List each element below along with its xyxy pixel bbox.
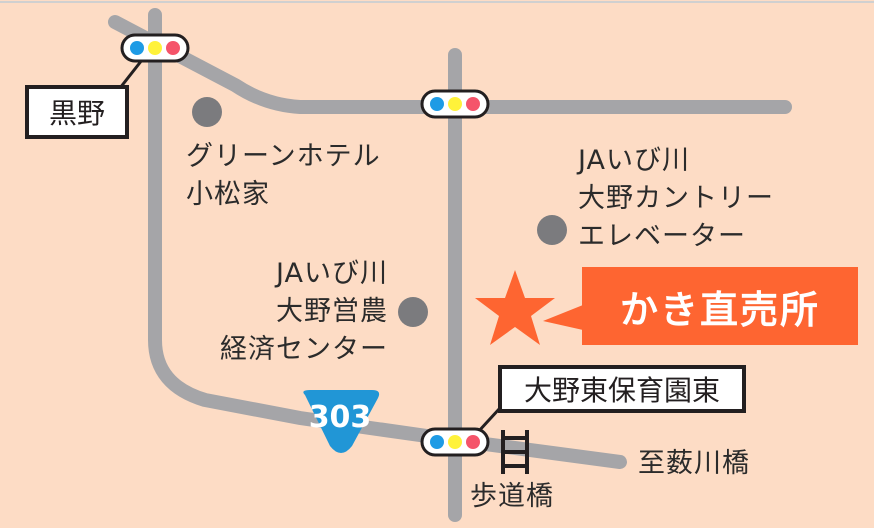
footbridge-label: 歩道橋: [470, 481, 554, 512]
star-icon: [475, 270, 555, 345]
destination-banner: かき直売所: [582, 267, 858, 345]
traffic-light-icon: [420, 89, 490, 119]
elevator-label-line: 大野カントリー: [578, 183, 774, 214]
banner-pointer: [543, 305, 583, 330]
center-label-line: 大野営農: [276, 296, 388, 327]
nursery-label: 大野東保育園東: [498, 365, 746, 413]
center-label: JAいび川 大野営農 経済センター: [196, 255, 388, 369]
elevator-marker-icon: [537, 215, 567, 245]
center-label-line: JAいび川: [276, 258, 388, 289]
traffic-light-icon: [120, 33, 190, 63]
center-marker-icon: [398, 297, 428, 327]
elevator-label: JAいび川 大野カントリー エレベーター: [578, 142, 774, 256]
hotel-marker-icon: [192, 97, 222, 127]
hotel-label-line: グリーンホテル: [186, 141, 381, 172]
footbridge-icon: [501, 430, 529, 474]
elevator-label-line: エレベーター: [578, 221, 746, 252]
route-number: 303: [308, 400, 372, 435]
kurono-label: 黒野: [25, 85, 129, 139]
leader-line: [118, 59, 144, 89]
traffic-light-icon: [420, 427, 490, 457]
route-shield-icon: [303, 390, 380, 453]
leader-line: [476, 406, 502, 434]
hotel-label-line: 小松家: [186, 179, 270, 210]
hotel-label: グリーンホテル 小松家: [186, 138, 381, 214]
center-label-line: 経済センター: [220, 334, 388, 365]
road-left-303: [148, 8, 627, 469]
elevator-label-line: JAいび川: [578, 145, 690, 176]
bridge-destination-label: 至薮川橋: [638, 448, 750, 479]
road-top: [108, 15, 792, 114]
